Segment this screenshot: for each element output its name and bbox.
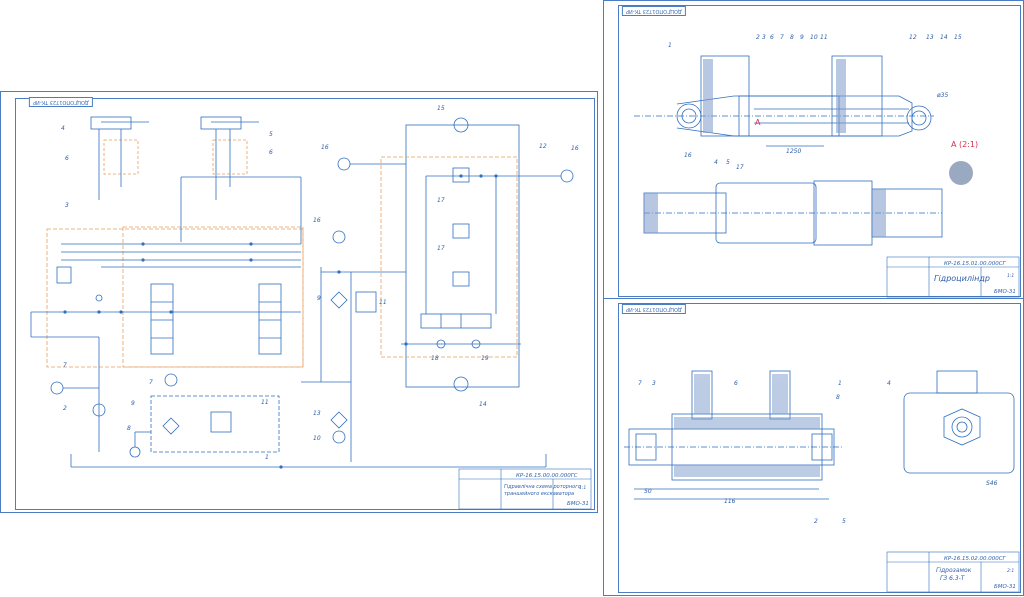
sheet-hydraulic-cylinder: ДОЦГОПО1723 ТК-ИР xyxy=(603,0,1024,299)
cylinder-4 xyxy=(90,116,132,130)
cylinder-group: БМО-31 xyxy=(994,289,1016,295)
lock-label-4: 4 xyxy=(887,380,891,387)
scheme-label-10: 10 xyxy=(313,435,321,442)
cylinder-5 xyxy=(200,116,242,130)
cylinder-title-name: Гідроциліндр xyxy=(934,274,990,283)
scheme-title-name-1: Гідравлічна схема роторного xyxy=(504,484,581,490)
lock-label-6: 6 xyxy=(734,380,738,387)
scheme-label-12: 12 xyxy=(539,143,547,150)
cylinder-label-11: 11 xyxy=(820,34,828,41)
scheme-label-16a: 16 xyxy=(321,144,329,151)
cylinder-label-4: 4 xyxy=(714,159,718,166)
scheme-label-6a: 6 xyxy=(65,155,69,162)
sheet-hydraulic-lock: ДОЦГОПО1723 ТК-ИР 7 3 xyxy=(603,298,1024,596)
cylinder-label-6: 6 xyxy=(770,34,774,41)
cylinder-frame xyxy=(618,5,1021,297)
cylinder-label-12: 12 xyxy=(909,34,917,41)
scheme-label-1: 1 xyxy=(265,454,269,461)
scheme-label-4: 4 xyxy=(61,125,65,132)
lock-label-8: 8 xyxy=(836,394,840,401)
cylinder-dim-length: 1250 xyxy=(786,148,801,155)
lock-label-3: 3 xyxy=(652,380,656,387)
lock-label-7: 7 xyxy=(638,380,642,387)
scheme-label-5: 5 xyxy=(269,131,273,138)
lock-dim-hex: S46 xyxy=(986,480,998,487)
scheme-label-2: 2 xyxy=(63,405,67,412)
sheet-hydraulic-scheme: ДОЦГОПО1723 ТК-ИР xyxy=(0,91,598,513)
cylinder-sheet-count: 1:1 xyxy=(1007,273,1014,279)
scheme-label-6b: 6 xyxy=(269,149,273,156)
cylinder-label-16: 16 xyxy=(684,152,692,159)
scheme-label-18: 18 xyxy=(431,355,439,362)
scheme-label-17b: 17 xyxy=(437,245,445,252)
cylinder-section-marker: А xyxy=(755,118,761,127)
cylinder-label-2: 2 xyxy=(756,34,760,41)
scheme-label-15: 15 xyxy=(437,105,445,112)
scheme-label-19: 19 xyxy=(481,355,489,362)
cylinder-label-8: 8 xyxy=(790,34,794,41)
scheme-sheet-count: 1:1 xyxy=(579,485,586,491)
scheme-label-14: 14 xyxy=(479,401,487,408)
scheme-label-16c: 16 xyxy=(313,217,321,224)
cylinder-view-label: А (2:1) xyxy=(951,140,978,149)
scheme-label-11a: 11 xyxy=(261,399,269,406)
scheme-group: БМО-31 xyxy=(567,501,589,507)
scheme-label-7a: 7 xyxy=(63,362,67,369)
lock-label-2: 2 xyxy=(814,518,818,525)
cylinder-label-10: 10 xyxy=(810,34,818,41)
scheme-label-3: 3 xyxy=(65,202,69,209)
lock-group: БМО-31 xyxy=(994,584,1016,590)
cylinder-drawing: А А (2:1) 1 2 3 4 5 6 7 8 9 10 11 12 13 … xyxy=(634,34,1020,298)
scheme-drawing: 4 5 6 6 3 7 2 7 8 9 9 11 11 10 13 14 15 … xyxy=(30,105,592,510)
scheme-frame xyxy=(15,98,595,510)
cylinder-label-17: 17 xyxy=(736,164,744,171)
lock-title-name-1: Гідрозамок xyxy=(936,567,972,574)
scheme-title-name-2: траншейного екскаватора xyxy=(504,491,574,497)
cylinder-label-7: 7 xyxy=(780,34,784,41)
lock-sheet-count: 2:1 xyxy=(1007,568,1014,574)
lock-drawing: 7 3 6 1 8 2 5 4 116 50 S46 КР-16.15.02.0… xyxy=(624,370,1020,593)
cylinder-dim-diameter: ø35 xyxy=(936,92,948,99)
cylinder-label-9: 9 xyxy=(800,34,804,41)
lock-title-number: КР-16.15.02.00.000СГ xyxy=(944,556,1007,562)
scheme-label-9b: 9 xyxy=(317,295,321,302)
lock-dim-width: 50 xyxy=(644,488,652,495)
scheme-label-13: 13 xyxy=(313,410,321,417)
lock-label-1: 1 xyxy=(838,380,842,387)
lock-title-name-2: ГЗ 6.3-Т xyxy=(940,575,966,582)
scheme-label-9a: 9 xyxy=(131,400,135,407)
scheme-label-8: 8 xyxy=(127,425,131,432)
lock-label-5: 5 xyxy=(842,518,846,525)
scheme-label-11b: 11 xyxy=(379,299,387,306)
cylinder-label-1: 1 xyxy=(668,42,672,49)
lock-dim-length: 116 xyxy=(724,498,736,505)
cylinder-label-14: 14 xyxy=(940,34,948,41)
cylinder-label-5: 5 xyxy=(726,159,730,166)
cylinder-label-15: 15 xyxy=(954,34,962,41)
cylinder-label-13: 13 xyxy=(926,34,934,41)
lock-frame xyxy=(618,303,1021,593)
cylinder-label-3: 3 xyxy=(762,34,766,41)
scheme-label-16b: 16 xyxy=(571,145,579,152)
scheme-title-number: КР-16.15.00.00.000ГС xyxy=(516,473,578,479)
scheme-label-7b: 7 xyxy=(149,379,153,386)
scheme-label-17a: 17 xyxy=(437,197,445,204)
cylinder-title-number: КР-16.15.01.00.000СГ xyxy=(944,261,1007,267)
